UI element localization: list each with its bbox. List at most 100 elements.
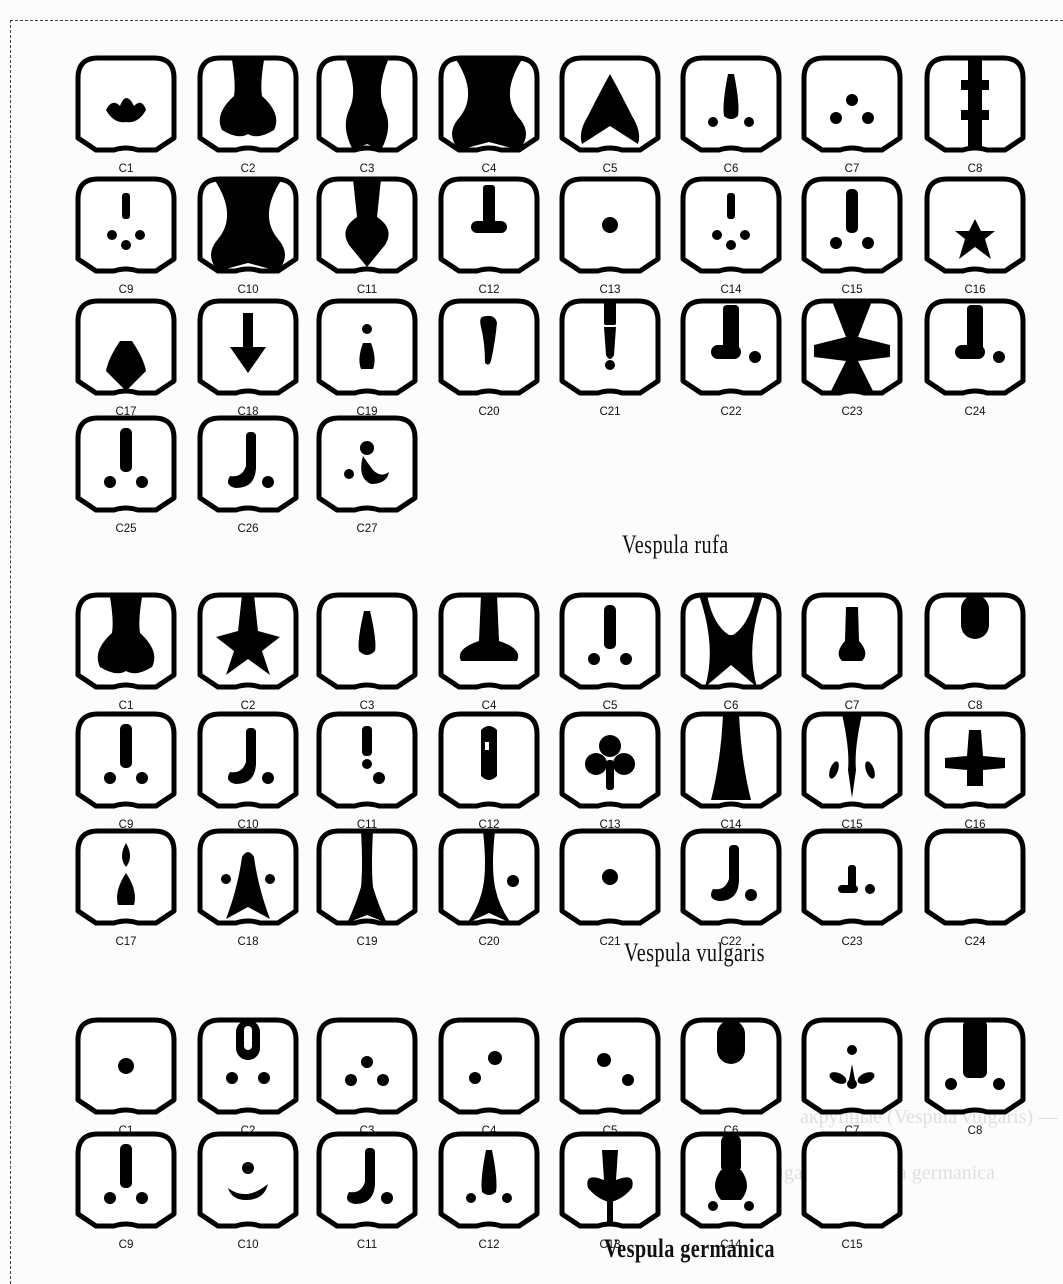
pattern-label: C16 (964, 284, 985, 296)
pattern-cell: C1 (78, 595, 174, 712)
pattern-cell: C17 (78, 301, 174, 418)
pattern-label: C12 (478, 1239, 499, 1251)
clypeus-outline (804, 1134, 900, 1226)
pattern-label: C8 (968, 700, 983, 712)
pattern-label: C18 (237, 936, 258, 948)
pattern-cell: C4 (441, 1020, 537, 1137)
pattern-cell: C15 (804, 179, 900, 296)
pattern-cell: C9 (78, 1134, 174, 1251)
pattern-label: C9 (119, 1239, 134, 1251)
pattern-cell: C13 (562, 714, 658, 831)
pattern-cell: C15 (804, 714, 900, 831)
pattern-cell: C21 (562, 301, 658, 418)
pattern-label: C15 (841, 284, 862, 296)
pattern-cell: C2 (200, 595, 296, 712)
pattern-label: C13 (599, 284, 620, 296)
pattern-cell: C12 (441, 179, 537, 296)
pattern-label: C1 (119, 163, 134, 175)
pattern-cell: C4 (441, 595, 537, 712)
pattern-hourglass (345, 58, 389, 150)
pattern-cell: C23 (804, 301, 900, 418)
clypeus-outline (683, 179, 779, 271)
pattern-label: C12 (478, 284, 499, 296)
pattern-cell: C24 (927, 301, 1023, 418)
pattern-cell: C11 (319, 714, 415, 831)
pattern-label: C24 (964, 936, 986, 948)
pattern-cell: C18 (200, 831, 296, 948)
pattern-label: C7 (845, 163, 860, 175)
pattern-cell: C6 (683, 595, 779, 712)
pattern-cell: C5 (562, 595, 658, 712)
pattern-dot (602, 217, 618, 233)
pattern-cell: C16 (927, 714, 1023, 831)
pattern-label: C8 (968, 163, 983, 175)
pattern-cell: C5 (562, 58, 658, 175)
pattern-cell: C16 (927, 179, 1023, 296)
pattern-label: C21 (599, 936, 620, 948)
pattern-cell: C19 (319, 301, 415, 418)
pattern-label: C6 (724, 163, 739, 175)
pattern-label: C19 (356, 936, 377, 948)
pattern-cell: C17 (78, 831, 174, 948)
caption-vespula-germanica: Vespula germanica (604, 1234, 775, 1264)
pattern-cell: C10 (200, 179, 296, 296)
clypeus-outline (562, 1020, 658, 1112)
pattern-label: C21 (599, 406, 620, 418)
pattern-cell: C3 (319, 1020, 415, 1137)
pattern-cell: C19 (319, 831, 415, 948)
pattern-label: C9 (119, 284, 134, 296)
pattern-label: C2 (241, 700, 256, 712)
pattern-cell: C14 (683, 179, 779, 296)
pattern-cell: C20 (441, 831, 537, 948)
caption-vespula-rufa: Vespula rufa (622, 530, 729, 560)
pattern-label: C4 (482, 163, 497, 175)
pattern-cell: C15 (804, 1134, 900, 1251)
pattern-label: C7 (845, 700, 860, 712)
caption-vespula-vulgaris: Vespula vulgaris (624, 938, 765, 968)
pattern-label: C23 (841, 406, 862, 418)
pattern-cell: C22 (683, 301, 779, 418)
pattern-label: C4 (482, 700, 497, 712)
pattern-cell: C25 (78, 418, 174, 535)
pattern-cell: C24 (927, 831, 1023, 948)
pattern-label: C24 (964, 406, 986, 418)
pattern-cell: C8 (927, 595, 1023, 712)
pattern-cell: C11 (319, 179, 415, 296)
clypeus-outline (927, 831, 1023, 923)
pattern-cell: C6 (683, 58, 779, 175)
clypeus-outline (441, 1020, 537, 1112)
pattern-label: C6 (724, 700, 739, 712)
pattern-cell: C26 (200, 418, 296, 535)
pattern-label: C17 (115, 936, 136, 948)
pattern-cell: C1 (78, 58, 174, 175)
pattern-label: C25 (115, 523, 136, 535)
pattern-label: C20 (478, 936, 499, 948)
pattern-label: C14 (720, 284, 742, 296)
pattern-label: C15 (841, 1239, 862, 1251)
pattern-cell: C27 (319, 418, 415, 535)
pattern-cell: C13 (562, 179, 658, 296)
pattern-label: C26 (237, 523, 258, 535)
pattern-label: C10 (237, 284, 258, 296)
pattern-label: C1 (119, 700, 134, 712)
pattern-cell: C8 (927, 58, 1023, 175)
clypeus-outline (200, 1134, 296, 1226)
pattern-cell: C1 (78, 1020, 174, 1137)
pattern-label: C5 (603, 163, 618, 175)
pattern-cell: C21 (562, 831, 658, 948)
pattern-cell: C11 (319, 1134, 415, 1251)
pattern-cell: C8 (927, 1020, 1023, 1137)
pattern-cell: C7 (804, 595, 900, 712)
pattern-label: C11 (357, 284, 377, 296)
pattern-label: C3 (360, 700, 375, 712)
pattern-cell: C18 (200, 301, 296, 418)
pattern-cell: C23 (804, 831, 900, 948)
pattern-cell: C9 (78, 179, 174, 296)
pattern-cell: C2 (200, 1020, 296, 1137)
pattern-dot (602, 869, 618, 885)
pattern-label: C22 (720, 406, 741, 418)
pattern-label: C11 (357, 1239, 377, 1251)
pattern-label: C10 (237, 1239, 258, 1251)
pattern-cell: C6 (683, 1020, 779, 1137)
